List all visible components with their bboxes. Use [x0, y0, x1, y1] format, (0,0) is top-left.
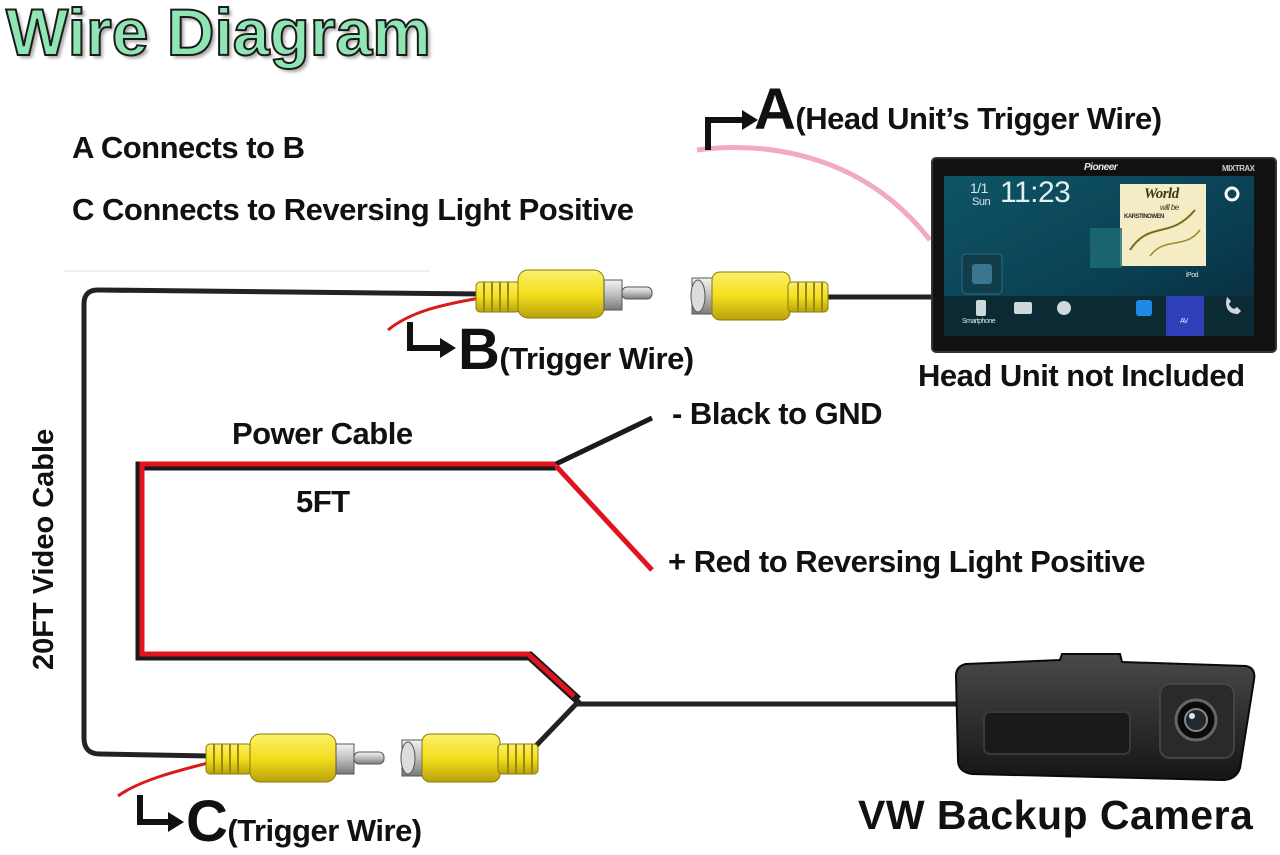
label-a: A(Head Unit’s Trigger Wire): [754, 76, 1162, 143]
red-wire-label: + Red to Reversing Light Positive: [668, 544, 1146, 579]
source-label: iPod: [1186, 272, 1199, 279]
label-b-letter: B: [458, 317, 500, 382]
video-cable: [81, 287, 483, 759]
vw-backup-camera: [954, 653, 1256, 782]
head-unit-model: MIXTRAX: [1222, 164, 1255, 173]
album-line1: World: [1144, 186, 1179, 202]
rca-jack-head-unit: [690, 271, 829, 321]
power-cable: [139, 461, 576, 698]
rule-a-b: A Connects to B: [72, 130, 305, 165]
label-a-desc: (Head Unit’s Trigger Wire): [795, 101, 1162, 136]
trigger-wire-b: [387, 296, 481, 332]
rule-c: C Connects to Reversing Light Positive: [72, 192, 634, 227]
red-branch: [554, 464, 654, 572]
arrow-a-icon: [705, 117, 742, 150]
power-length-label: 5FT: [296, 484, 350, 519]
label-b-desc: (Trigger Wire): [499, 341, 694, 376]
rca-plug-c: [205, 733, 385, 783]
head-unit-day: Sun: [972, 196, 991, 208]
dock-icons: [976, 300, 1152, 316]
head-unit-note: Head Unit not Included: [918, 358, 1245, 393]
rca-plug-b: [475, 269, 653, 319]
black-wire-label: - Black to GND: [672, 396, 883, 431]
head-unit-clock: 11:23: [1000, 176, 1071, 209]
label-b: B(Trigger Wire): [458, 316, 694, 383]
album-artist: KARSTINOWEN: [1124, 214, 1164, 220]
head-unit-date: 1/1: [970, 180, 988, 196]
arrow-c-icon: [137, 795, 168, 825]
trigger-wire-a: [696, 145, 932, 242]
album-line2: will be: [1160, 203, 1179, 212]
label-c-letter: C: [186, 789, 228, 854]
arrow-b-icon: [407, 322, 440, 351]
label-a-letter: A: [754, 77, 796, 142]
video-cable-label: 20FT Video Cable: [28, 428, 60, 670]
label-c: C(Trigger Wire): [186, 788, 422, 855]
power-cable-label: Power Cable: [232, 416, 413, 451]
page-title: Wire Diagram: [5, 0, 432, 70]
trigger-wire-c: [117, 760, 213, 798]
head-unit: [931, 157, 1277, 353]
rca-jack-camera: [400, 733, 539, 783]
label-c-desc: (Trigger Wire): [227, 813, 422, 848]
dock-av: AV: [1180, 318, 1188, 325]
camera-label: VW Backup Camera: [858, 792, 1254, 838]
dock-smartphone: Smartphone: [962, 318, 996, 325]
head-unit-brand: Pioneer: [1084, 162, 1118, 173]
black-branch: [554, 415, 654, 467]
